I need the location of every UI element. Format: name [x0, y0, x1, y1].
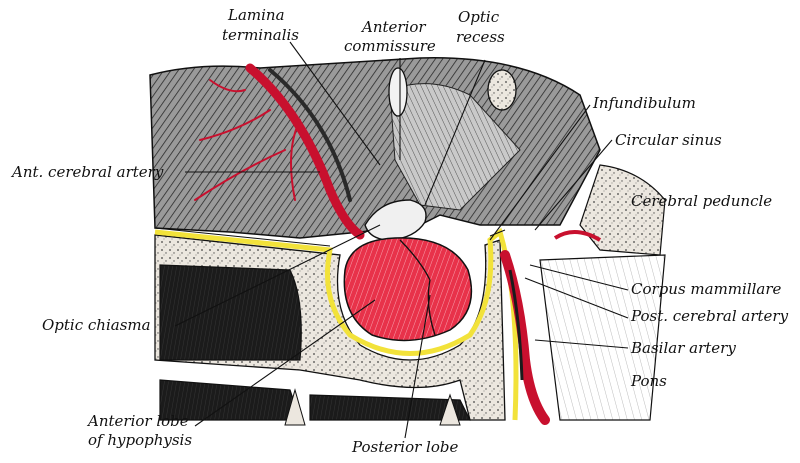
circular-sinus-vessel — [553, 230, 602, 242]
label-corpus-mammillare: Corpus mammillare — [631, 280, 782, 298]
label-anterior-lobe-1: Anterior lobe — [86, 412, 189, 430]
label-pons: Pons — [630, 372, 667, 390]
brain-tissue-upper — [149, 57, 601, 239]
optic-chiasma-shape — [364, 199, 427, 241]
label-cerebral-peduncle: Cerebral peduncle — [631, 192, 772, 210]
anterior-commissure-shape — [388, 67, 408, 117]
lower-bone-spur-right — [439, 393, 461, 426]
sphenoid-sinus-cavity — [159, 264, 302, 361]
posterior-lobe-boundary — [399, 239, 436, 336]
label-optic-chiasma: Optic chiasma — [42, 316, 151, 334]
label-anterior-commissure-2: commissure — [344, 37, 436, 55]
leader-lines — [174, 41, 629, 439]
label-ant-cerebral-artery: Ant. cerebral artery — [10, 163, 164, 181]
label-post-cerebral-artery: Post. cerebral artery — [630, 307, 789, 325]
label-basilar-artery: Basilar artery — [630, 339, 736, 357]
fornix-oval — [487, 69, 517, 111]
label-circular-sinus: Circular sinus — [615, 131, 722, 149]
label-lamina-terminalis-1: Lamina — [227, 6, 285, 24]
dura-mater-outline — [154, 227, 506, 247]
anterior-cerebral-artery — [194, 63, 365, 240]
lower-mid-cavity — [309, 394, 471, 421]
label-infundibulum: Infundibulum — [592, 94, 696, 112]
label-optic-recess-2: recess — [456, 28, 505, 46]
label-anterior-commissure-1: Anterior — [360, 18, 426, 36]
label-posterior-lobe: Posterior lobe — [351, 438, 458, 456]
label-optic-recess-1: Optic — [458, 8, 500, 26]
lower-bone-spur-left — [284, 388, 306, 426]
label-anterior-lobe-2: of hypophysis — [88, 431, 192, 449]
label-lamina-terminalis-2: terminalis — [222, 26, 299, 44]
basilar-artery-core — [508, 269, 524, 381]
cerebral-peduncle-shape — [579, 164, 666, 256]
anterior-lobe-shape — [343, 237, 473, 342]
